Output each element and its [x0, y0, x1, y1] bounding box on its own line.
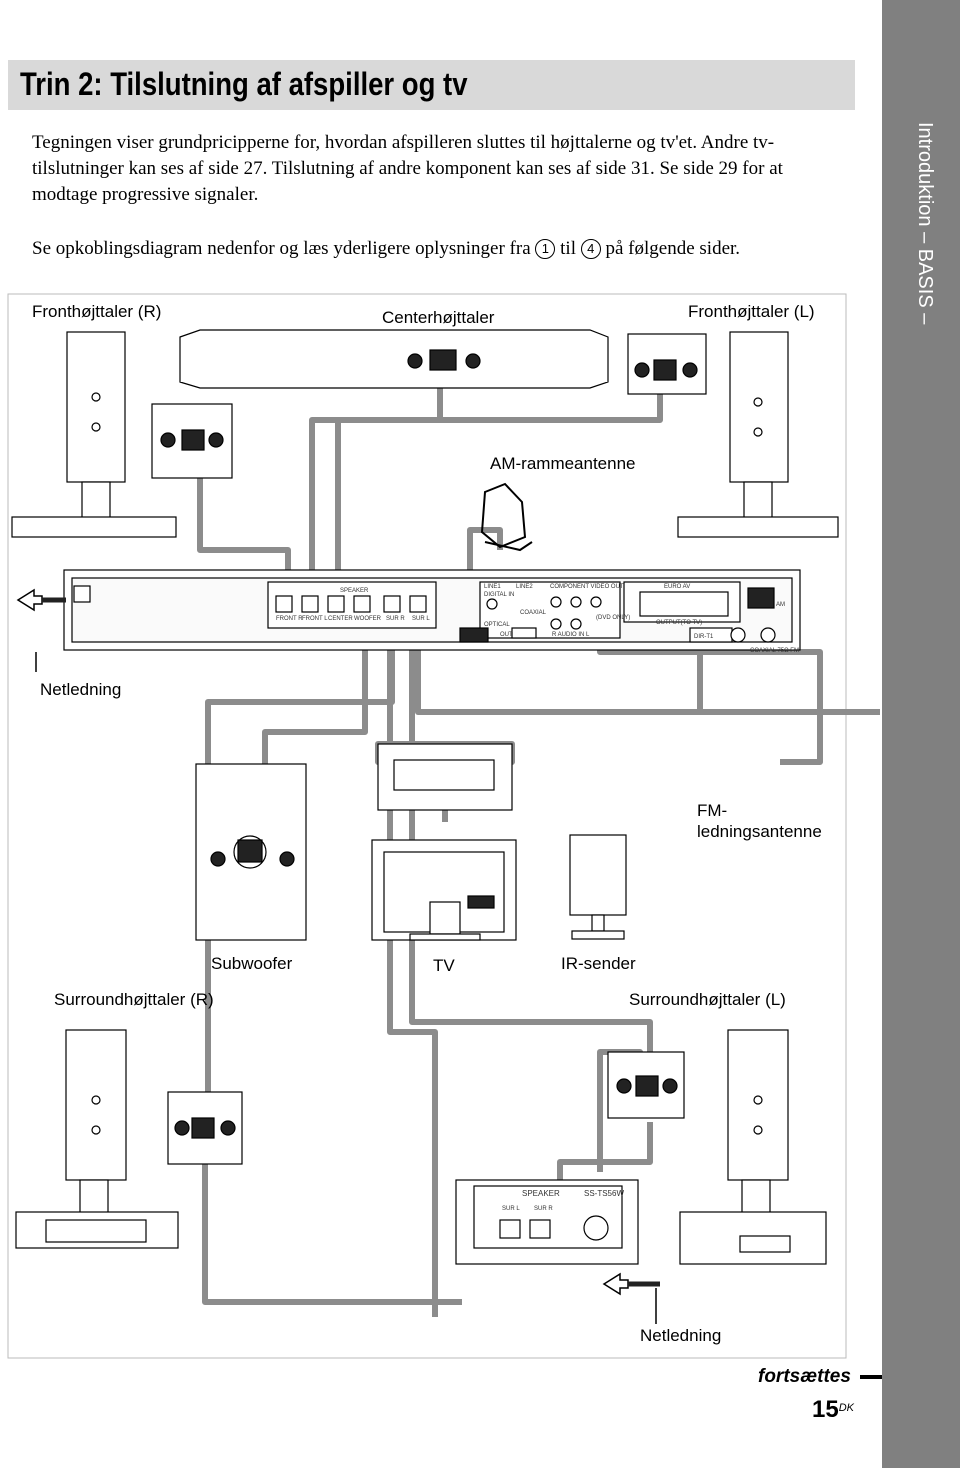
rear-module — [455, 1179, 639, 1265]
rear-euroav-label: EURO AV — [664, 584, 690, 590]
rear-am-label: AM — [776, 602, 785, 608]
subwoofer — [195, 763, 307, 941]
front-r-terminal — [151, 403, 233, 479]
intro-text-after: på følgende sider. — [605, 238, 741, 259]
label-surround-r: Surroundhøjttaler (R) — [54, 990, 214, 1009]
connection-diagram: SPEAKER LINE1 LINE2 COMPONENT VIDEO OUT … — [0, 292, 880, 1362]
label-front-l: Fronthøjttaler (L) — [688, 302, 815, 321]
module-speaker-label: SPEAKER — [522, 1189, 560, 1198]
front-speaker-r — [11, 331, 177, 538]
rear-sur-r-label: SUR R — [386, 616, 405, 622]
page-number-suffix: DK — [838, 1402, 854, 1414]
rear-woofer-label: WOOFER — [354, 616, 382, 622]
rear-line2-label: LINE2 — [516, 584, 533, 590]
surround-r-terminal — [167, 1091, 243, 1165]
label-surround-l: Surroundhøjttaler (L) — [629, 990, 786, 1009]
label-subwoofer: Subwoofer — [211, 954, 293, 973]
surround-speaker-r — [15, 1029, 179, 1249]
label-power-cord-1: Netledning — [40, 680, 122, 699]
module-sur-l-label: SUR L — [502, 1206, 520, 1212]
page-number-value: 15 — [812, 1396, 839, 1423]
am-antenna — [480, 482, 533, 552]
page-title: Trin 2: Tilslutning af afspiller og tv — [20, 66, 468, 102]
label-fm-antenna: FM- ledningsantenne — [697, 801, 822, 841]
page-number: 15DK — [812, 1396, 854, 1424]
label-front-r: Fronthøjttaler (R) — [32, 302, 162, 321]
rear-line1-label: LINE1 — [484, 584, 501, 590]
diagram-drawing: SPEAKER LINE1 LINE2 COMPONENT VIDEO OUT … — [7, 293, 880, 1359]
label-center: Centerhøjttaler — [382, 308, 495, 327]
rear-component-label: COMPONENT VIDEO OUT — [550, 584, 624, 590]
scart-connector — [377, 743, 513, 811]
title-bar: Trin 2: Tilslutning af afspiller og tv — [8, 60, 855, 110]
surround-speaker-l — [679, 1029, 827, 1265]
rear-dvdonly-label: (DVD ONLY) — [596, 615, 630, 621]
intro-text-middle: til — [560, 238, 576, 259]
front-l-terminal — [627, 333, 707, 395]
module-ssts56w-label: SS-TS56W — [584, 1189, 624, 1198]
rear-front-r-label: FRONT R — [276, 616, 303, 622]
rear-panel — [63, 569, 801, 651]
center-speaker — [179, 329, 609, 389]
label-power-cord-2: Netledning — [640, 1326, 722, 1345]
rear-dirt1-label: DIR-T1 — [694, 634, 714, 640]
tv-set — [371, 839, 517, 941]
rear-coaxial-label: COAXIAL — [520, 610, 547, 616]
step-1-badge: 1 — [535, 239, 556, 259]
side-tab: Introduktion – BASIS – — [882, 0, 960, 1468]
rear-digital-label: DIGITAL IN — [484, 592, 514, 598]
side-tab-label: Introduktion – BASIS – — [914, 122, 936, 325]
ir-sender-device — [569, 834, 627, 940]
step-4-badge: 4 — [580, 239, 601, 259]
intro-paragraph: Tegningen viser grundpricipperne for, hv… — [32, 132, 783, 205]
rear-optical-label: OPTICAL — [484, 622, 510, 628]
label-am-antenna: AM-rammeantenne — [490, 454, 636, 473]
power-plug-2 — [602, 1272, 660, 1324]
label-ir-sender: IR-sender — [561, 954, 636, 973]
rear-out-label: OUT — [500, 632, 513, 638]
rear-fm-label: COAXIAL 75Ω FM — [750, 648, 799, 654]
intro-paragraph-2: Se opkoblingsdiagram nedenfor og læs yde… — [32, 236, 852, 262]
rear-front-l-label: FRONT L — [302, 616, 328, 622]
rear-sur-l-label: SUR L — [412, 616, 430, 622]
module-sur-r-label: SUR R — [534, 1206, 553, 1212]
rear-center-label: CENTER — [328, 616, 353, 622]
continues-rule — [860, 1375, 882, 1379]
intro-text-before: Se opkoblingsdiagram nedenfor og læs yde… — [32, 238, 531, 259]
continues-label: fortsættes — [758, 1366, 851, 1387]
front-speaker-l — [677, 331, 839, 538]
label-tv: TV — [433, 956, 455, 975]
surround-l-terminal — [607, 1051, 685, 1119]
rear-audioin-label: R AUDIO IN L — [552, 632, 590, 638]
power-plug-1 — [16, 588, 66, 672]
rear-speaker-label: SPEAKER — [340, 588, 369, 594]
rear-output-label: OUTPUT(TO TV) — [656, 620, 702, 626]
